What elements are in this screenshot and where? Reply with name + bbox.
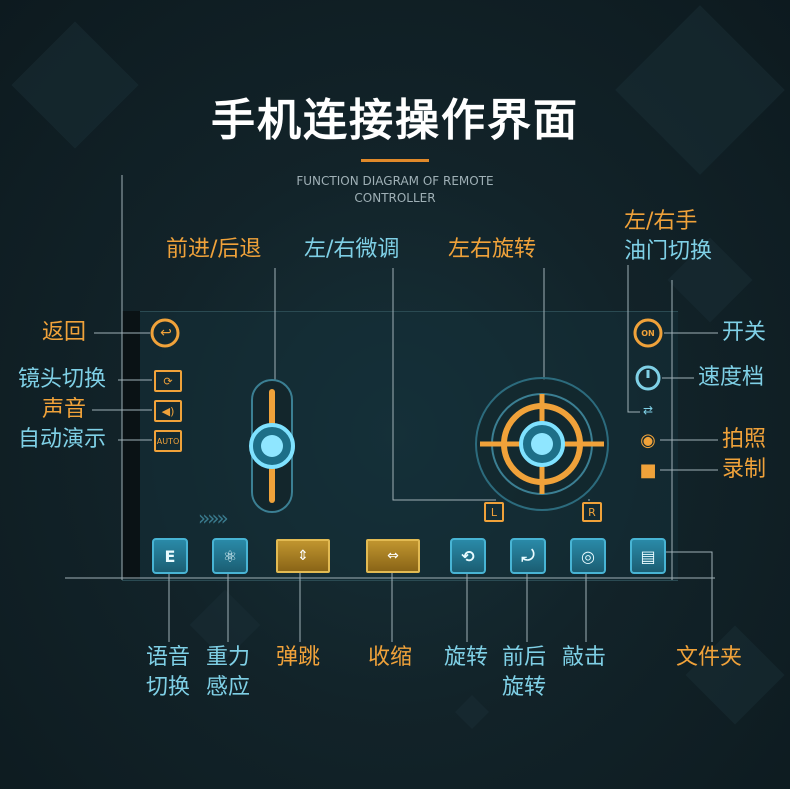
label-lens-switch: 镜头切换	[18, 367, 107, 392]
phone-edge	[122, 311, 140, 579]
label-speed: 速度档	[698, 365, 765, 390]
throttle-switch-icon[interactable]: ⇄	[642, 403, 654, 417]
label-bounce: 弹跳	[276, 645, 321, 670]
chevron-icon: »»»	[198, 506, 229, 530]
label-voice-1: 语音	[146, 645, 191, 670]
label-back: 返回	[42, 320, 87, 345]
label-spin: 旋转	[444, 645, 489, 670]
label-forward-back: 前进/后退	[166, 237, 262, 262]
label-record: 录制	[722, 457, 767, 482]
label-shrink: 收缩	[368, 645, 413, 670]
camera-icon[interactable]: ◉	[640, 429, 656, 451]
title-underline	[361, 159, 429, 162]
bounce-icon[interactable]: ⇕	[276, 539, 330, 573]
shrink-icon[interactable]: ⇔	[366, 539, 420, 573]
fb-rotate-icon[interactable]: ⤾	[510, 538, 546, 574]
label-knock: 敲击	[562, 645, 607, 670]
label-fine-tune: 左/右微调	[304, 237, 400, 262]
power-icon[interactable]: ON	[641, 328, 655, 338]
right-marker-icon: R	[582, 502, 602, 522]
label-gravity-1: 重力	[206, 645, 251, 670]
back-icon[interactable]: ↩	[160, 325, 172, 341]
label-voice-2: 切换	[146, 675, 191, 700]
folder-icon[interactable]: ▤	[630, 538, 666, 574]
label-fb-1: 前后	[502, 645, 547, 670]
sound-icon[interactable]: ◀)	[154, 400, 182, 422]
label-sound: 声音	[42, 397, 87, 422]
label-throttle-2: 油门切换	[624, 239, 713, 264]
speed-icon[interactable]	[640, 370, 656, 386]
gravity-icon[interactable]: ⚛	[212, 538, 248, 574]
label-fb-2: 旋转	[502, 675, 547, 700]
label-throttle-1: 左/右手	[624, 209, 698, 234]
label-folder: 文件夹	[676, 645, 743, 670]
lens-switch-icon[interactable]: ⟳	[154, 370, 182, 392]
page-title: 手机连接操作界面	[211, 95, 579, 146]
label-photo: 拍照	[722, 427, 767, 452]
spin-icon[interactable]: ⟲	[450, 538, 486, 574]
left-marker-icon: L	[484, 502, 504, 522]
label-rotate-lr: 左右旋转	[448, 237, 537, 262]
auto-demo-icon[interactable]: AUTO	[154, 430, 182, 452]
voice-switch-icon[interactable]: E	[152, 538, 188, 574]
page-subtitle: FUNCTION DIAGRAM OF REMOTE CONTROLLER	[296, 174, 494, 205]
knock-icon[interactable]: ◎	[570, 538, 606, 574]
label-power: 开关	[722, 320, 767, 345]
label-gravity-2: 感应	[206, 675, 251, 700]
label-auto-demo: 自动演示	[18, 427, 107, 452]
video-camera-icon[interactable]: ■	[639, 459, 657, 481]
